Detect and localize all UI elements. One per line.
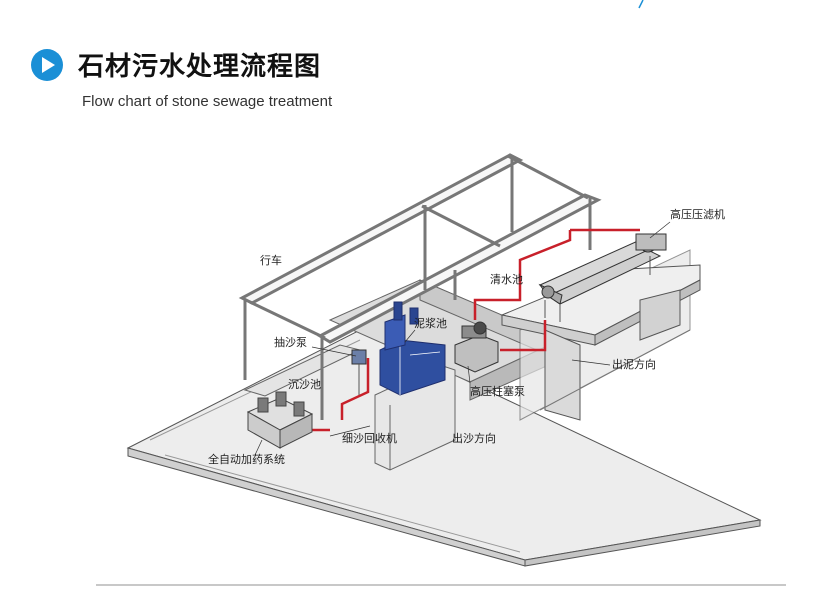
pipelines — [300, 228, 640, 432]
label-auto-dosing-system: 全自动加药系统 — [208, 452, 285, 466]
plunger-pump — [454, 321, 499, 373]
filter-press — [538, 233, 667, 322]
page-subtitle: Flow chart of stone sewage treatment — [82, 93, 333, 110]
play-icon — [31, 48, 63, 81]
title-row: 石材污水处理流程图 — [30, 46, 332, 83]
header: 石材污水处理流程图 Flow chart of stone sewage tre… — [30, 46, 332, 110]
label-sand-pump: 抽沙泵 — [274, 335, 307, 349]
label-sedimentation-pool: 沉沙池 — [288, 378, 321, 391]
label-clear-water-pool: 清水池 — [490, 273, 523, 286]
sand-pump — [351, 349, 367, 395]
auto-dosing-system — [246, 391, 314, 449]
decorative-mark — [638, 0, 644, 9]
label-high-pressure-filter-press: 高压压滤机 — [670, 207, 725, 221]
label-slurry-pool: 泥浆池 — [414, 316, 447, 330]
label-mud-outlet-direction: 出泥方向 — [612, 357, 656, 371]
fine-sand-recycler — [374, 301, 456, 471]
crane-gantry — [238, 153, 602, 420]
label-plunger-pump: 高压柱塞泵 — [470, 384, 525, 398]
page-title: 石材污水处理流程图 — [78, 52, 322, 82]
label-crane: 行车 — [260, 253, 282, 267]
bottom-divider — [96, 584, 786, 586]
label-fine-sand-recycler: 细沙回收机 — [342, 431, 397, 445]
label-sand-outlet-direction: 出沙方向 — [452, 431, 496, 445]
leader-lines — [254, 221, 671, 456]
filter-press-platform — [500, 264, 701, 421]
